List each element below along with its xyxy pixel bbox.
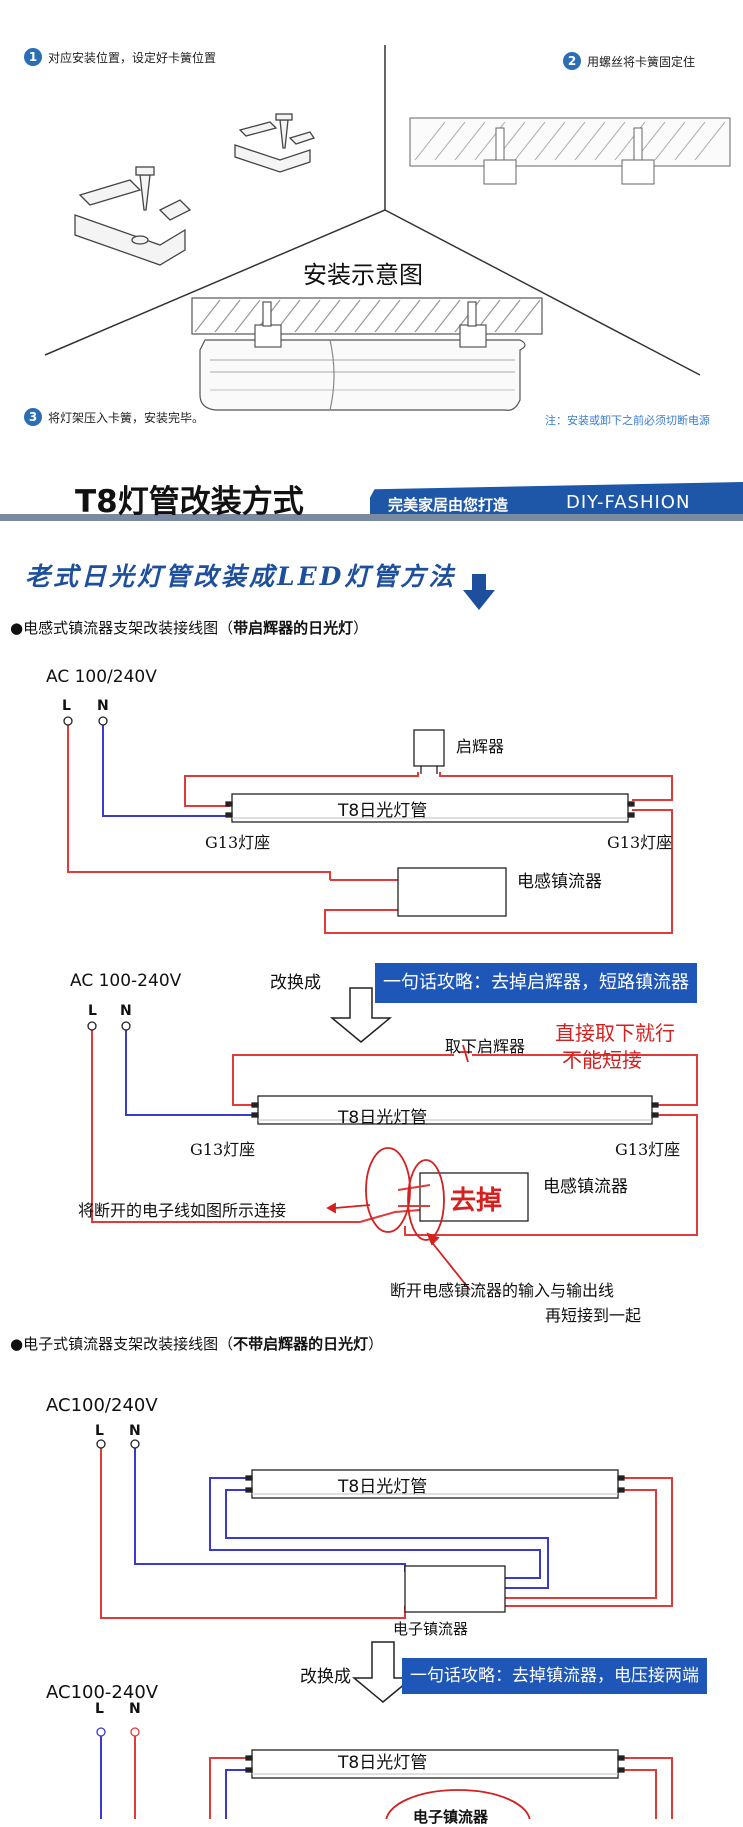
s1-after-parts [87, 1021, 659, 1222]
s2-after-N: N [129, 1701, 141, 1717]
s1-after-wires [91, 1028, 698, 1236]
s2-before-parts [96, 1439, 625, 1613]
install-diagram: 1 对应安装位置，设定好卡簧位置 2 用螺丝将卡簧固定住 安装示意图 3 将灯架… [0, 0, 743, 440]
s1-after-g13-left: G13灯座 [190, 1140, 256, 1159]
s2-change-arrow [351, 1641, 415, 1703]
s2-change-label: 改换成 [300, 1667, 351, 1687]
s1-annotations [326, 1044, 472, 1291]
s1-starter-label: 启辉器 [456, 737, 505, 756]
s1-before-ac: AC 100/240V [46, 667, 157, 687]
lamp-fixture [191, 297, 543, 411]
s1-tip-box: 一句话攻略：去掉启辉器，短路镇流器 [375, 963, 697, 1003]
s1-after-g13-right: G13灯座 [615, 1140, 681, 1159]
section2-wiring [96, 1439, 673, 1819]
section2-title: ●电子式镇流器支架改装接线图（不带启辉器的日光灯） [10, 1335, 384, 1353]
spring-clip-left [74, 166, 192, 266]
install-step-2: 2 用螺丝将卡簧固定住 [563, 52, 695, 70]
install-step-1: 1 对应安装位置，设定好卡簧位置 [24, 48, 216, 66]
s1-after-ballast: 电感镇流器 [543, 1177, 628, 1197]
s1-before-L: L [62, 698, 71, 714]
spring-clip-right [234, 113, 316, 173]
s1-direct-remove-1: 直接取下就行 [555, 1021, 675, 1045]
s1-before-ballast: 电感镇流器 [517, 872, 602, 892]
s1-cut-note-1: 断开电感镇流器的输入与输出线 [390, 1281, 615, 1300]
s1-after-ac: AC 100-240V [70, 971, 182, 991]
s1-cut-note-2: 再短接到一起 [545, 1306, 642, 1325]
method-heading: 老式日光灯管改装成LED灯管方法 [25, 562, 457, 591]
s1-before-wires [67, 723, 673, 934]
s1-remove-label: 去掉 [450, 1186, 503, 1216]
install-illustration [44, 45, 731, 411]
s1-before-g13-right: G13灯座 [607, 833, 673, 852]
s1-after-tube: T8日光灯管 [338, 1108, 428, 1128]
s2-before-N: N [129, 1423, 141, 1439]
down-arrow-icon [463, 574, 495, 610]
banner-graphic [0, 470, 743, 521]
section1-wiring [63, 716, 698, 1291]
banner-title: T8灯管改装方式 [75, 484, 304, 520]
install-step-3: 3 将灯架压入卡簧，安装完毕。 [24, 408, 204, 426]
install-title: 安装示意图 [303, 261, 423, 289]
s2-before-ballast: 电子镇流器 [393, 1620, 469, 1638]
s1-before-tube: T8日光灯管 [338, 801, 428, 821]
s2-after-tube: T8日光灯管 [338, 1753, 428, 1773]
s1-before-parts [63, 716, 635, 917]
s1-before-g13-left: G13灯座 [205, 833, 271, 852]
s2-before-ac: AC100/240V [46, 1395, 158, 1416]
s1-before-N: N [97, 698, 109, 714]
s2-after-L: L [95, 1701, 104, 1717]
s1-remove-starter: 取下启辉器 [445, 1037, 526, 1056]
s2-after-parts [96, 1727, 625, 1819]
banner-slogan: 完美家居由您打造 [388, 496, 509, 514]
s2-before-tube: T8日光灯管 [338, 1477, 428, 1497]
title-banner: T8灯管改装方式 完美家居由您打造 DIY-FASHION [0, 470, 743, 530]
s1-direct-remove-2: 不能短接 [562, 1048, 642, 1072]
s2-after-ballast-partial: 电子镇流器 [413, 1808, 489, 1826]
install-note: 注：安装或卸下之前必须切断电源 [545, 414, 710, 427]
s2-after-ac: AC100-240V [46, 1682, 159, 1703]
s1-after-L: L [88, 1003, 97, 1019]
section1-title: ●电感式镇流器支架改装接线图（带启辉器的日光灯） [10, 619, 369, 637]
s1-after-N: N [120, 1003, 132, 1019]
s1-change-label: 改换成 [270, 973, 321, 993]
s1-change-arrow [329, 987, 393, 1043]
ceiling-screws [409, 117, 731, 185]
s2-tip-box: 一句话攻略：去掉镇流器，电压接两端 [402, 1658, 707, 1694]
banner-brand: DIY-FASHION [566, 492, 691, 513]
s1-reconnect-note: 将断开的电子线如图所示连接 [78, 1201, 287, 1220]
s2-before-L: L [95, 1423, 104, 1439]
s2-after-wires [100, 1735, 673, 1819]
